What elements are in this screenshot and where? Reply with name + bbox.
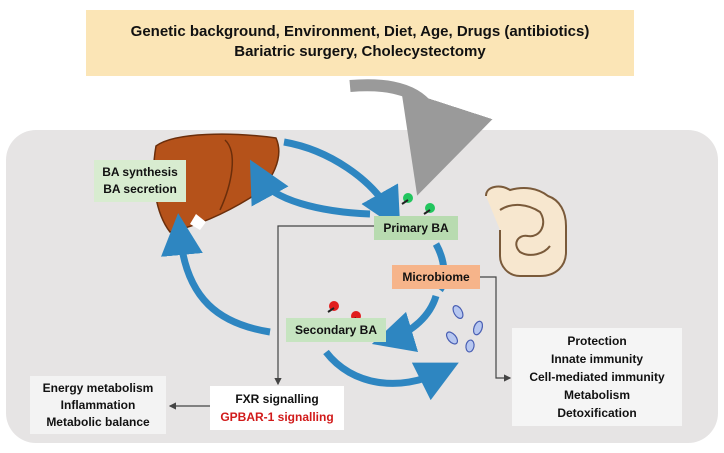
primary-ba-molecules	[401, 193, 435, 215]
primary-ba-box: Primary BA	[374, 216, 458, 240]
effect-item: Metabolism	[563, 388, 630, 402]
host-effect-item: Energy metabolism	[42, 381, 154, 395]
intestine-icon	[485, 185, 567, 277]
factors-arrow	[349, 79, 493, 196]
host-effect-item: Metabolic balance	[46, 415, 150, 429]
ba-secretion-label: BA secretion	[103, 182, 177, 196]
ba-synthesis-label: BA synthesis	[102, 165, 178, 179]
effect-item: Cell-mediated immunity	[529, 370, 665, 384]
liver-function-box: BA synthesis BA secretion	[94, 160, 186, 202]
fxr-signalling-label: FXR signalling	[235, 392, 319, 406]
effect-item: Detoxification	[557, 406, 637, 420]
factors-line-2: Bariatric surgery, Cholecystectomy	[234, 43, 486, 60]
bacteria-icon	[445, 305, 484, 353]
gpbar-signalling-label: GPBAR-1 signalling	[220, 410, 334, 424]
signalling-box: FXR signalling GPBAR-1 signalling	[210, 386, 344, 430]
host-effect-item: Inflammation	[60, 398, 136, 412]
connector-lines	[168, 225, 512, 410]
host-effects-box: Energy metabolism Inflammation Metabolic…	[30, 376, 166, 434]
microbiome-effects-box: Protection Innate immunity Cell-mediated…	[512, 328, 682, 426]
secondary-ba-box: Secondary BA	[286, 318, 386, 342]
factors-box: Genetic background, Environment, Diet, A…	[86, 10, 634, 76]
factors-line-1: Genetic background, Environment, Diet, A…	[130, 23, 590, 40]
microbiome-box: Microbiome	[392, 265, 480, 289]
effect-item: Innate immunity	[550, 352, 643, 366]
effect-item: Protection	[567, 334, 627, 348]
